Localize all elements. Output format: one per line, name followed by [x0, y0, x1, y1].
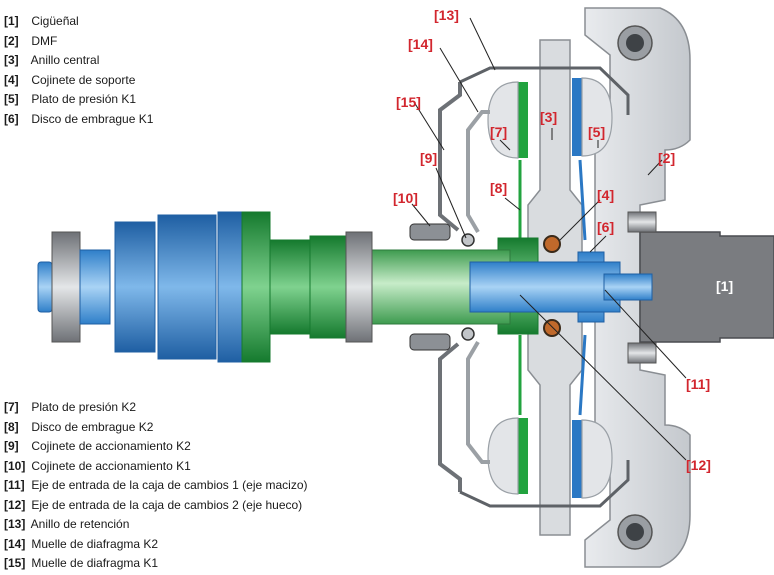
callout-14: [14]	[408, 36, 433, 52]
leader-14	[439, 47, 479, 113]
pressure-plate-k2-top	[518, 82, 528, 158]
callout-2: [2]	[658, 150, 675, 166]
pressure-plate-k1-bottom	[572, 420, 582, 498]
legend-item: [9] Cojinete de accionamiento K2	[4, 439, 191, 453]
crank-bolt-bottom	[627, 342, 657, 364]
legend-item: [8] Disco de embrague K2	[4, 419, 154, 434]
callout-1: [1]	[716, 278, 733, 294]
leader-15	[413, 101, 445, 151]
pressure-plate-k1-top	[572, 78, 582, 156]
legend-item: [2] DMF	[4, 33, 58, 48]
support-bearing-bottom	[543, 319, 561, 337]
leader-8	[504, 197, 521, 211]
legend-top: [1] Cigüeñal [2] DMF [3] Anillo central …	[4, 12, 153, 129]
gear-blue-1	[79, 249, 111, 325]
leader-2	[647, 159, 663, 176]
diaphragm-spring-k1-bottom	[438, 342, 462, 492]
gear-steel-2	[345, 231, 373, 343]
legend-item: [12] Eje de entrada de la caja de cambio…	[4, 497, 303, 512]
k2-cover-top	[487, 81, 519, 159]
legend-bottom: [7] Plato de presión K2 [8] Disco de emb…	[4, 398, 308, 574]
callout-6: [6]	[597, 219, 614, 235]
leader-6	[589, 235, 607, 253]
gear-blue-4	[217, 211, 243, 363]
gear-blue-3	[157, 214, 217, 360]
leader-9	[435, 167, 467, 239]
actuation-bearing-k1-bottom	[409, 333, 451, 351]
leader-lines	[411, 17, 687, 461]
clutch-disc-k1	[578, 159, 587, 416]
k1-cover-top	[581, 77, 613, 157]
k2-cover-bottom	[487, 417, 519, 495]
legend-item: [7] Plato de presión K2	[4, 400, 137, 414]
gear-green-2	[269, 239, 311, 335]
diaphragm-spring-k2-bottom	[466, 340, 490, 464]
legend-item: [4] Cojinete de soporte	[4, 72, 136, 87]
callout-4: [4]	[597, 187, 614, 203]
callout-3: [3]	[540, 109, 557, 125]
diaphragm-spring-k1-top	[438, 82, 462, 232]
legend-item: [15] Muelle de diafragma K1	[4, 556, 159, 570]
callout-5: [5]	[588, 124, 605, 140]
actuation-bearing-k2-top	[461, 233, 475, 247]
callout-9: [9]	[420, 150, 437, 166]
legend-item: [13] Anillo de retención	[4, 517, 130, 531]
legend-item: [5] Plato de presión K1	[4, 92, 137, 106]
leader-4	[559, 199, 601, 241]
support-bearing-top	[543, 235, 561, 253]
dmf-bolt-top-inner	[626, 34, 644, 52]
callout-7: [7]	[490, 124, 507, 140]
gear-blue-2	[114, 221, 156, 353]
retaining-ring-top	[459, 66, 630, 115]
actuation-bearing-k1-top	[409, 223, 451, 241]
pressure-plate-k2-bottom	[518, 418, 528, 494]
legend-item: [14] Muelle de diafragma K2	[4, 536, 159, 551]
crankshaft	[639, 231, 774, 343]
callout-13: [13]	[434, 7, 459, 23]
callout-8: [8]	[490, 180, 507, 196]
retaining-ring-bottom	[459, 460, 630, 508]
crank-bolt-top	[627, 211, 657, 233]
leader-13	[469, 17, 496, 71]
dmf-bolt-bottom-inner	[626, 523, 644, 541]
legend-item: [10] Cojinete de accionamiento K1	[4, 458, 191, 473]
actuation-bearing-k2-bottom	[461, 327, 475, 341]
leader-12	[519, 294, 687, 461]
legend-item: [3] Anillo central	[4, 53, 100, 67]
diaphragm-spring-k2-top	[466, 110, 490, 234]
leader-7	[499, 139, 511, 151]
gear-steel-1	[51, 231, 81, 343]
input-shaft-1	[469, 261, 621, 313]
legend-item: [1] Cigüeñal	[4, 14, 79, 28]
legend-item: [6] Disco de embrague K1	[4, 111, 154, 126]
legend-item: [11] Eje de entrada de la caja de cambio…	[4, 478, 308, 492]
callout-10: [10]	[393, 190, 418, 206]
shaft-end-blue	[37, 261, 53, 313]
callout-12: [12]	[686, 457, 711, 473]
callout-15: [15]	[396, 94, 421, 110]
gear-green-1	[241, 211, 271, 363]
callout-11: [11]	[686, 376, 710, 392]
input-shaft-1-tip	[603, 273, 653, 301]
leader-11	[604, 289, 687, 379]
k1-cover-bottom	[581, 419, 613, 499]
gear-green-3	[309, 235, 347, 339]
leader-10	[411, 203, 431, 227]
